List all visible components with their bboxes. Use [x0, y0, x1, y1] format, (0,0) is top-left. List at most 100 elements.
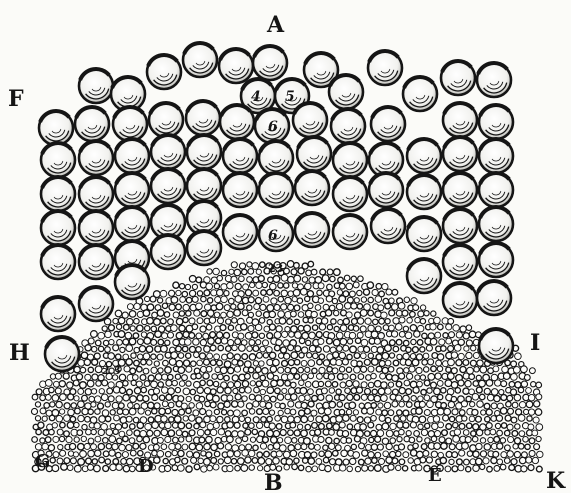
grain-particle — [80, 451, 87, 458]
grain-particle — [189, 415, 196, 422]
grain-particle — [311, 410, 317, 416]
grain-particle — [512, 402, 518, 408]
grain-particle — [136, 381, 142, 387]
grain-particle — [385, 360, 391, 366]
grain-particle — [200, 409, 206, 415]
grain-particle — [201, 311, 207, 317]
grain-particle — [88, 450, 95, 457]
large-sphere — [443, 283, 477, 317]
grain-particle — [50, 458, 55, 463]
grain-particle — [416, 408, 423, 415]
grain-particle — [418, 311, 424, 317]
grain-particle — [242, 450, 249, 457]
grain-particle — [157, 354, 163, 360]
grain-particle — [91, 429, 96, 434]
grain-particle — [266, 458, 272, 464]
grain-particle — [74, 422, 79, 427]
large-sphere — [151, 135, 185, 169]
grain-particle — [511, 459, 517, 465]
grain-particle — [123, 324, 129, 330]
grain-particle — [291, 394, 297, 400]
grain-particle — [336, 303, 342, 309]
grain-particle — [232, 318, 237, 323]
grain-particle — [353, 381, 359, 387]
grain-particle — [447, 373, 454, 380]
grain-particle — [487, 394, 493, 400]
grain-particle — [158, 339, 164, 345]
grain-particle — [260, 401, 266, 407]
grain-particle — [466, 467, 471, 472]
grain-particle — [329, 388, 335, 394]
grain-particle — [365, 458, 371, 464]
grain-particle — [466, 423, 471, 428]
grain-particle — [171, 352, 178, 359]
grain-particle — [248, 312, 253, 317]
grain-particle — [466, 325, 471, 330]
grain-particle — [377, 347, 384, 354]
grain-particle — [263, 408, 269, 414]
grain-particle — [452, 409, 458, 415]
grain-particle — [73, 380, 79, 386]
grain-particle — [406, 347, 411, 352]
grain-particle — [360, 424, 367, 431]
grain-particle — [329, 443, 335, 449]
grain-particle — [269, 423, 275, 429]
grain-particle — [375, 296, 382, 303]
grain-particle — [484, 403, 490, 409]
grain-particle — [437, 380, 443, 386]
grain-particle — [36, 429, 41, 434]
grain-particle — [431, 436, 437, 442]
grain-particle — [263, 353, 268, 358]
grain-particle — [76, 374, 82, 380]
grain-particle — [420, 457, 426, 463]
grain-particle — [56, 415, 63, 422]
grain-particle — [537, 451, 543, 457]
grain-particle — [412, 347, 418, 353]
grain-particle — [232, 431, 238, 437]
grain-particle — [92, 459, 97, 464]
grain-particle — [243, 423, 248, 428]
grain-particle — [300, 288, 307, 295]
grain-particle — [497, 443, 503, 449]
grain-particle — [371, 346, 377, 352]
grain-particle — [316, 347, 322, 353]
grain-particle — [147, 304, 154, 311]
grain-particle — [386, 430, 393, 437]
grain-particle — [212, 374, 218, 380]
grain-particle — [365, 318, 371, 324]
grain-particle — [224, 305, 230, 311]
numeral-4: 4 — [251, 89, 261, 105]
grain-particle — [249, 394, 255, 400]
grain-particle — [143, 436, 149, 442]
grain-particle — [306, 270, 312, 276]
grain-particle — [271, 298, 277, 304]
grain-particle — [113, 429, 118, 434]
grain-particle — [271, 380, 278, 387]
grain-particle — [311, 311, 317, 317]
grain-particle — [446, 367, 451, 372]
grain-particle — [218, 429, 224, 435]
grain-particle — [52, 423, 57, 428]
grain-particle — [458, 465, 464, 471]
grain-particle — [290, 367, 296, 373]
grain-particle — [325, 381, 331, 387]
grain-particle — [463, 333, 469, 339]
grain-particle — [126, 416, 132, 422]
grain-particle — [256, 269, 261, 274]
grain-particle — [64, 415, 71, 422]
grain-particle — [514, 438, 520, 444]
grain-particle — [446, 438, 452, 444]
grain-particle — [88, 409, 93, 414]
grain-particle — [35, 402, 40, 407]
grain-particle — [113, 318, 118, 323]
grain-particle — [509, 381, 515, 387]
grain-particle — [127, 389, 133, 395]
grain-particle — [178, 465, 185, 472]
grain-particle — [242, 381, 248, 387]
grain-particle — [532, 430, 538, 436]
grain-particle — [139, 346, 145, 352]
grain-particle — [344, 275, 350, 281]
grain-particle — [399, 401, 405, 407]
large-sphere — [297, 137, 331, 171]
grain-particle — [88, 438, 94, 444]
